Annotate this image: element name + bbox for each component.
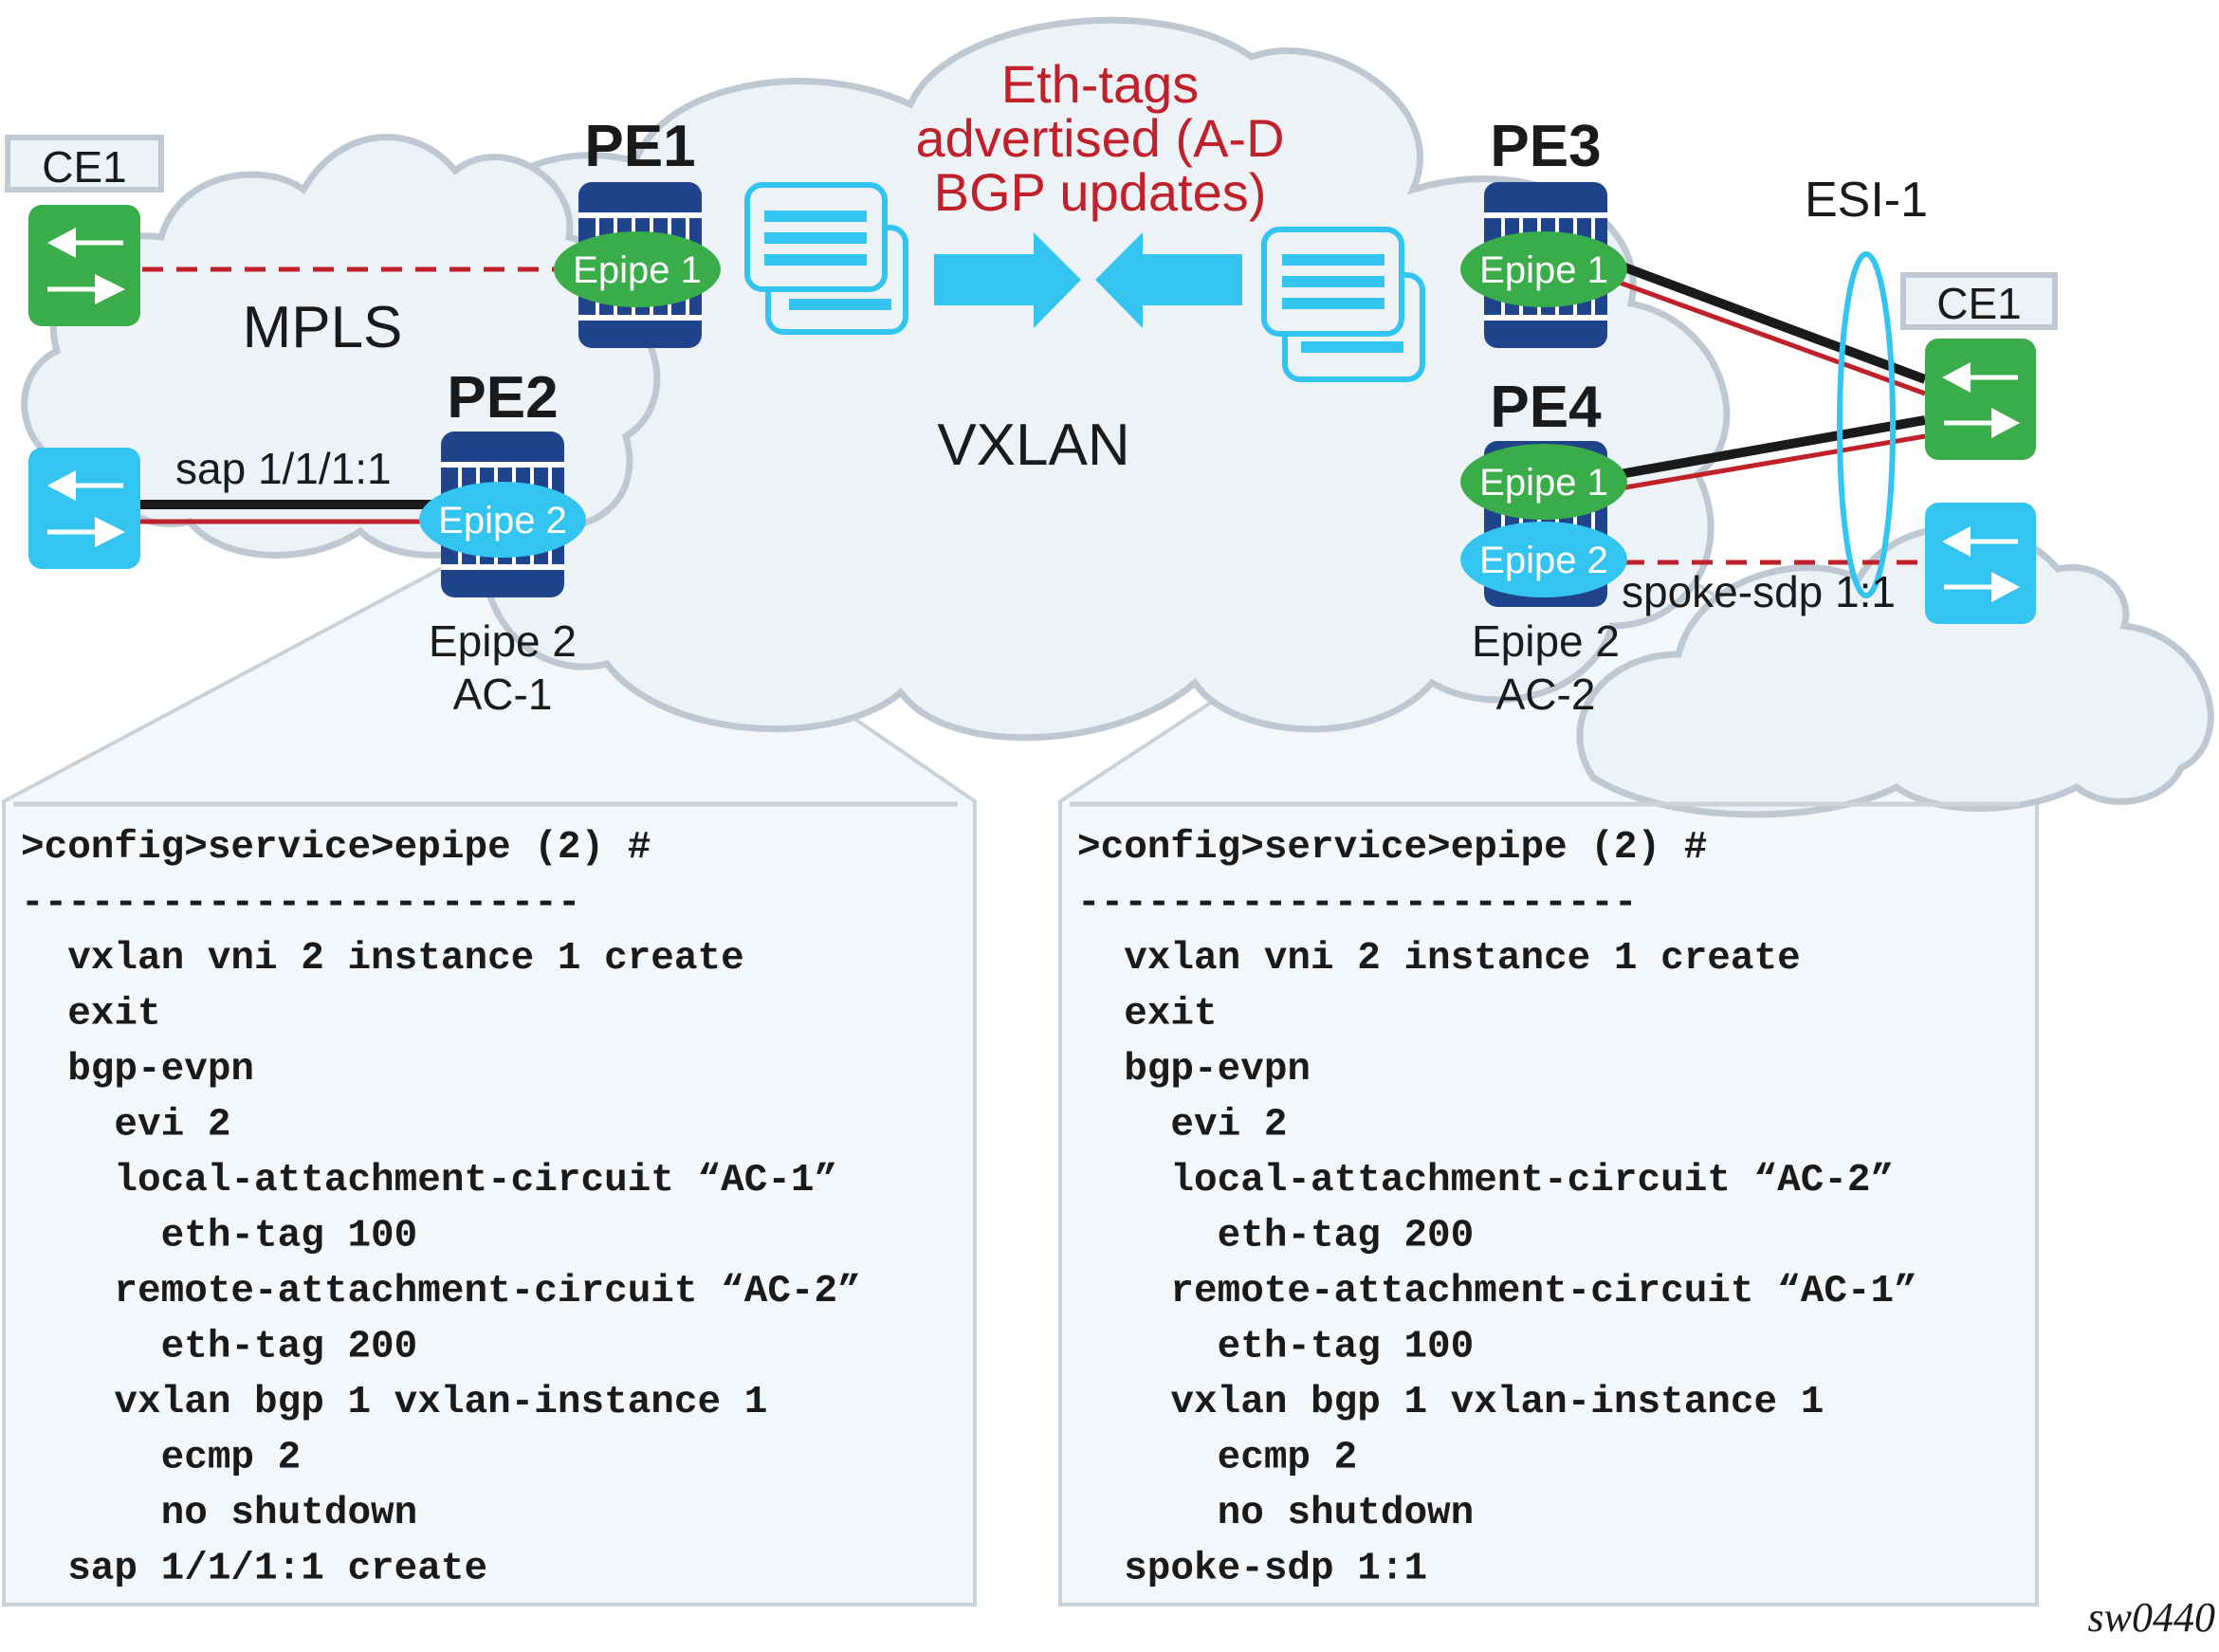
pe2-title: PE2 bbox=[447, 365, 558, 431]
config-line: ecmp 2 bbox=[21, 1437, 301, 1480]
pe2-epipe2-badge bbox=[419, 482, 586, 558]
ce-blue-left-switch bbox=[28, 448, 140, 569]
pe4-epipe2-label: Epipe 2 bbox=[1479, 540, 1608, 581]
pe4-service-label: Epipe 2 bbox=[1472, 616, 1620, 666]
ce1-right: CE1 bbox=[1900, 272, 2058, 460]
switch-arrows-icon bbox=[1942, 362, 2020, 438]
ce1-right-switch bbox=[1925, 339, 2036, 460]
annotation-line-2: advertised (A-D bbox=[915, 108, 1284, 168]
config-line: ------------------------ bbox=[1077, 882, 1638, 926]
pe2-service-label: Epipe 2 bbox=[429, 616, 577, 666]
ce1-right-label: CE1 bbox=[1936, 279, 2021, 328]
config-line: eth-tag 100 bbox=[21, 1215, 417, 1258]
config-line: ------------------------ bbox=[21, 882, 581, 926]
ce1-left: CE1 bbox=[5, 135, 164, 326]
eth-tags-annotation: Eth-tags advertised (A-D BGP updates) bbox=[915, 54, 1284, 222]
switch-arrows-icon bbox=[47, 470, 125, 547]
ce1-left-label: CE1 bbox=[42, 142, 126, 192]
config-line: no shutdown bbox=[21, 1492, 417, 1535]
config-line: remote-attachment-circuit “AC-1” bbox=[1077, 1270, 1917, 1313]
config-line: >config>service>epipe (2) # bbox=[21, 826, 651, 870]
config-line: local-attachment-circuit “AC-1” bbox=[21, 1159, 837, 1202]
esi-1-label: ESI-1 bbox=[1805, 173, 1928, 228]
pe3-title: PE3 bbox=[1490, 114, 1601, 179]
bgp-update-icon-left bbox=[744, 182, 908, 335]
config-line: sap 1/1/1:1 create bbox=[21, 1548, 487, 1591]
config-line: exit bbox=[1077, 993, 1218, 1037]
ce1-left-switch bbox=[28, 205, 140, 326]
vxlan-label: VXLAN bbox=[937, 413, 1129, 478]
config-line: eth-tag 100 bbox=[1077, 1326, 1474, 1369]
pe4-epipe2-badge bbox=[1460, 522, 1627, 597]
pe2-router: PE2 Epipe 2 Epipe 2 AC-1 sap 1/1/1:1 bbox=[175, 365, 586, 719]
pe3-epipe1-label: Epipe 1 bbox=[1479, 249, 1608, 291]
ce1-right-label-box bbox=[1900, 272, 2058, 330]
pe4-epipe1-label: Epipe 1 bbox=[1479, 462, 1608, 504]
ce1-left-label-box bbox=[5, 135, 164, 193]
config-line: evi 2 bbox=[21, 1104, 230, 1147]
ce-blue-right-switch bbox=[1925, 503, 2036, 624]
config-line: remote-attachment-circuit “AC-2” bbox=[21, 1270, 861, 1313]
pe2-epipe2-label: Epipe 2 bbox=[438, 500, 567, 541]
config-line: bgp-evpn bbox=[1077, 1048, 1311, 1092]
config-line: vxlan bgp 1 vxlan-instance 1 bbox=[1077, 1381, 1824, 1424]
arrow-left-icon bbox=[1095, 232, 1242, 328]
pe4-epipe1-badge bbox=[1460, 444, 1627, 520]
pe4-title: PE4 bbox=[1490, 375, 1602, 440]
cloud-vxlan bbox=[379, 16, 1731, 742]
ce-blue-right bbox=[1925, 503, 2036, 624]
switch-arrows-icon bbox=[1942, 526, 2020, 602]
pe1-epipe1-label: Epipe 1 bbox=[573, 249, 702, 291]
config-line: vxlan bgp 1 vxlan-instance 1 bbox=[21, 1381, 767, 1424]
switch-arrows-icon bbox=[47, 228, 125, 304]
figure-id: sw0440 bbox=[2088, 1594, 2215, 1641]
spoke-sdp-label: spoke-sdp 1:1 bbox=[1622, 567, 1896, 616]
pe1-title: PE1 bbox=[584, 114, 695, 179]
ce-blue-left bbox=[28, 448, 140, 569]
bgp-update-icon-right bbox=[1261, 227, 1425, 382]
config-line: exit bbox=[21, 993, 161, 1037]
link-pe4-ce1-black bbox=[1619, 415, 1926, 479]
pe4-ac-label: AC-2 bbox=[1496, 670, 1596, 719]
pe4-router: PE4 Epipe 1 Epipe 2 Epipe 2 AC-2 spoke-s… bbox=[1460, 375, 1896, 719]
config-line: spoke-sdp 1:1 bbox=[1077, 1548, 1427, 1591]
config-line: ecmp 2 bbox=[1077, 1437, 1357, 1480]
config-line: eth-tag 200 bbox=[21, 1326, 417, 1369]
pe1-epipe1-badge bbox=[554, 231, 721, 307]
config-line: vxlan vni 2 instance 1 create bbox=[1077, 937, 1801, 981]
config-line: vxlan vni 2 instance 1 create bbox=[21, 937, 744, 981]
mpls-label: MPLS bbox=[243, 295, 403, 360]
config-line: local-attachment-circuit “AC-2” bbox=[1077, 1159, 1894, 1202]
config-left-text: >config>service>epipe (2) # -------------… bbox=[21, 826, 861, 1591]
pe1-router: PE1 Epipe 1 bbox=[554, 114, 721, 348]
annotation-line-1: Eth-tags bbox=[1001, 54, 1200, 114]
config-right-text: >config>service>epipe (2) # -------------… bbox=[1077, 826, 1917, 1591]
pe2-ac-label: AC-1 bbox=[453, 670, 553, 719]
config-line: evi 2 bbox=[1077, 1104, 1287, 1147]
link-pe3-ce1-black bbox=[1618, 261, 1927, 384]
pe3-router: PE3 Epipe 1 bbox=[1460, 114, 1627, 348]
config-line: bgp-evpn bbox=[21, 1048, 254, 1092]
annotation-line-3: BGP updates) bbox=[934, 162, 1267, 222]
config-line: eth-tag 200 bbox=[1077, 1215, 1474, 1258]
config-line: >config>service>epipe (2) # bbox=[1077, 826, 1707, 870]
cloud-access-right bbox=[1576, 523, 2214, 818]
sap-label: sap 1/1/1:1 bbox=[175, 444, 392, 493]
link-pe4-ce1-red bbox=[1619, 433, 1926, 491]
pe3-epipe1-badge bbox=[1460, 231, 1627, 307]
esi-1-ellipse bbox=[1837, 251, 1896, 598]
arrow-right-icon bbox=[934, 232, 1081, 328]
config-line: no shutdown bbox=[1077, 1492, 1474, 1535]
link-pe3-ce1-red bbox=[1619, 280, 1926, 396]
